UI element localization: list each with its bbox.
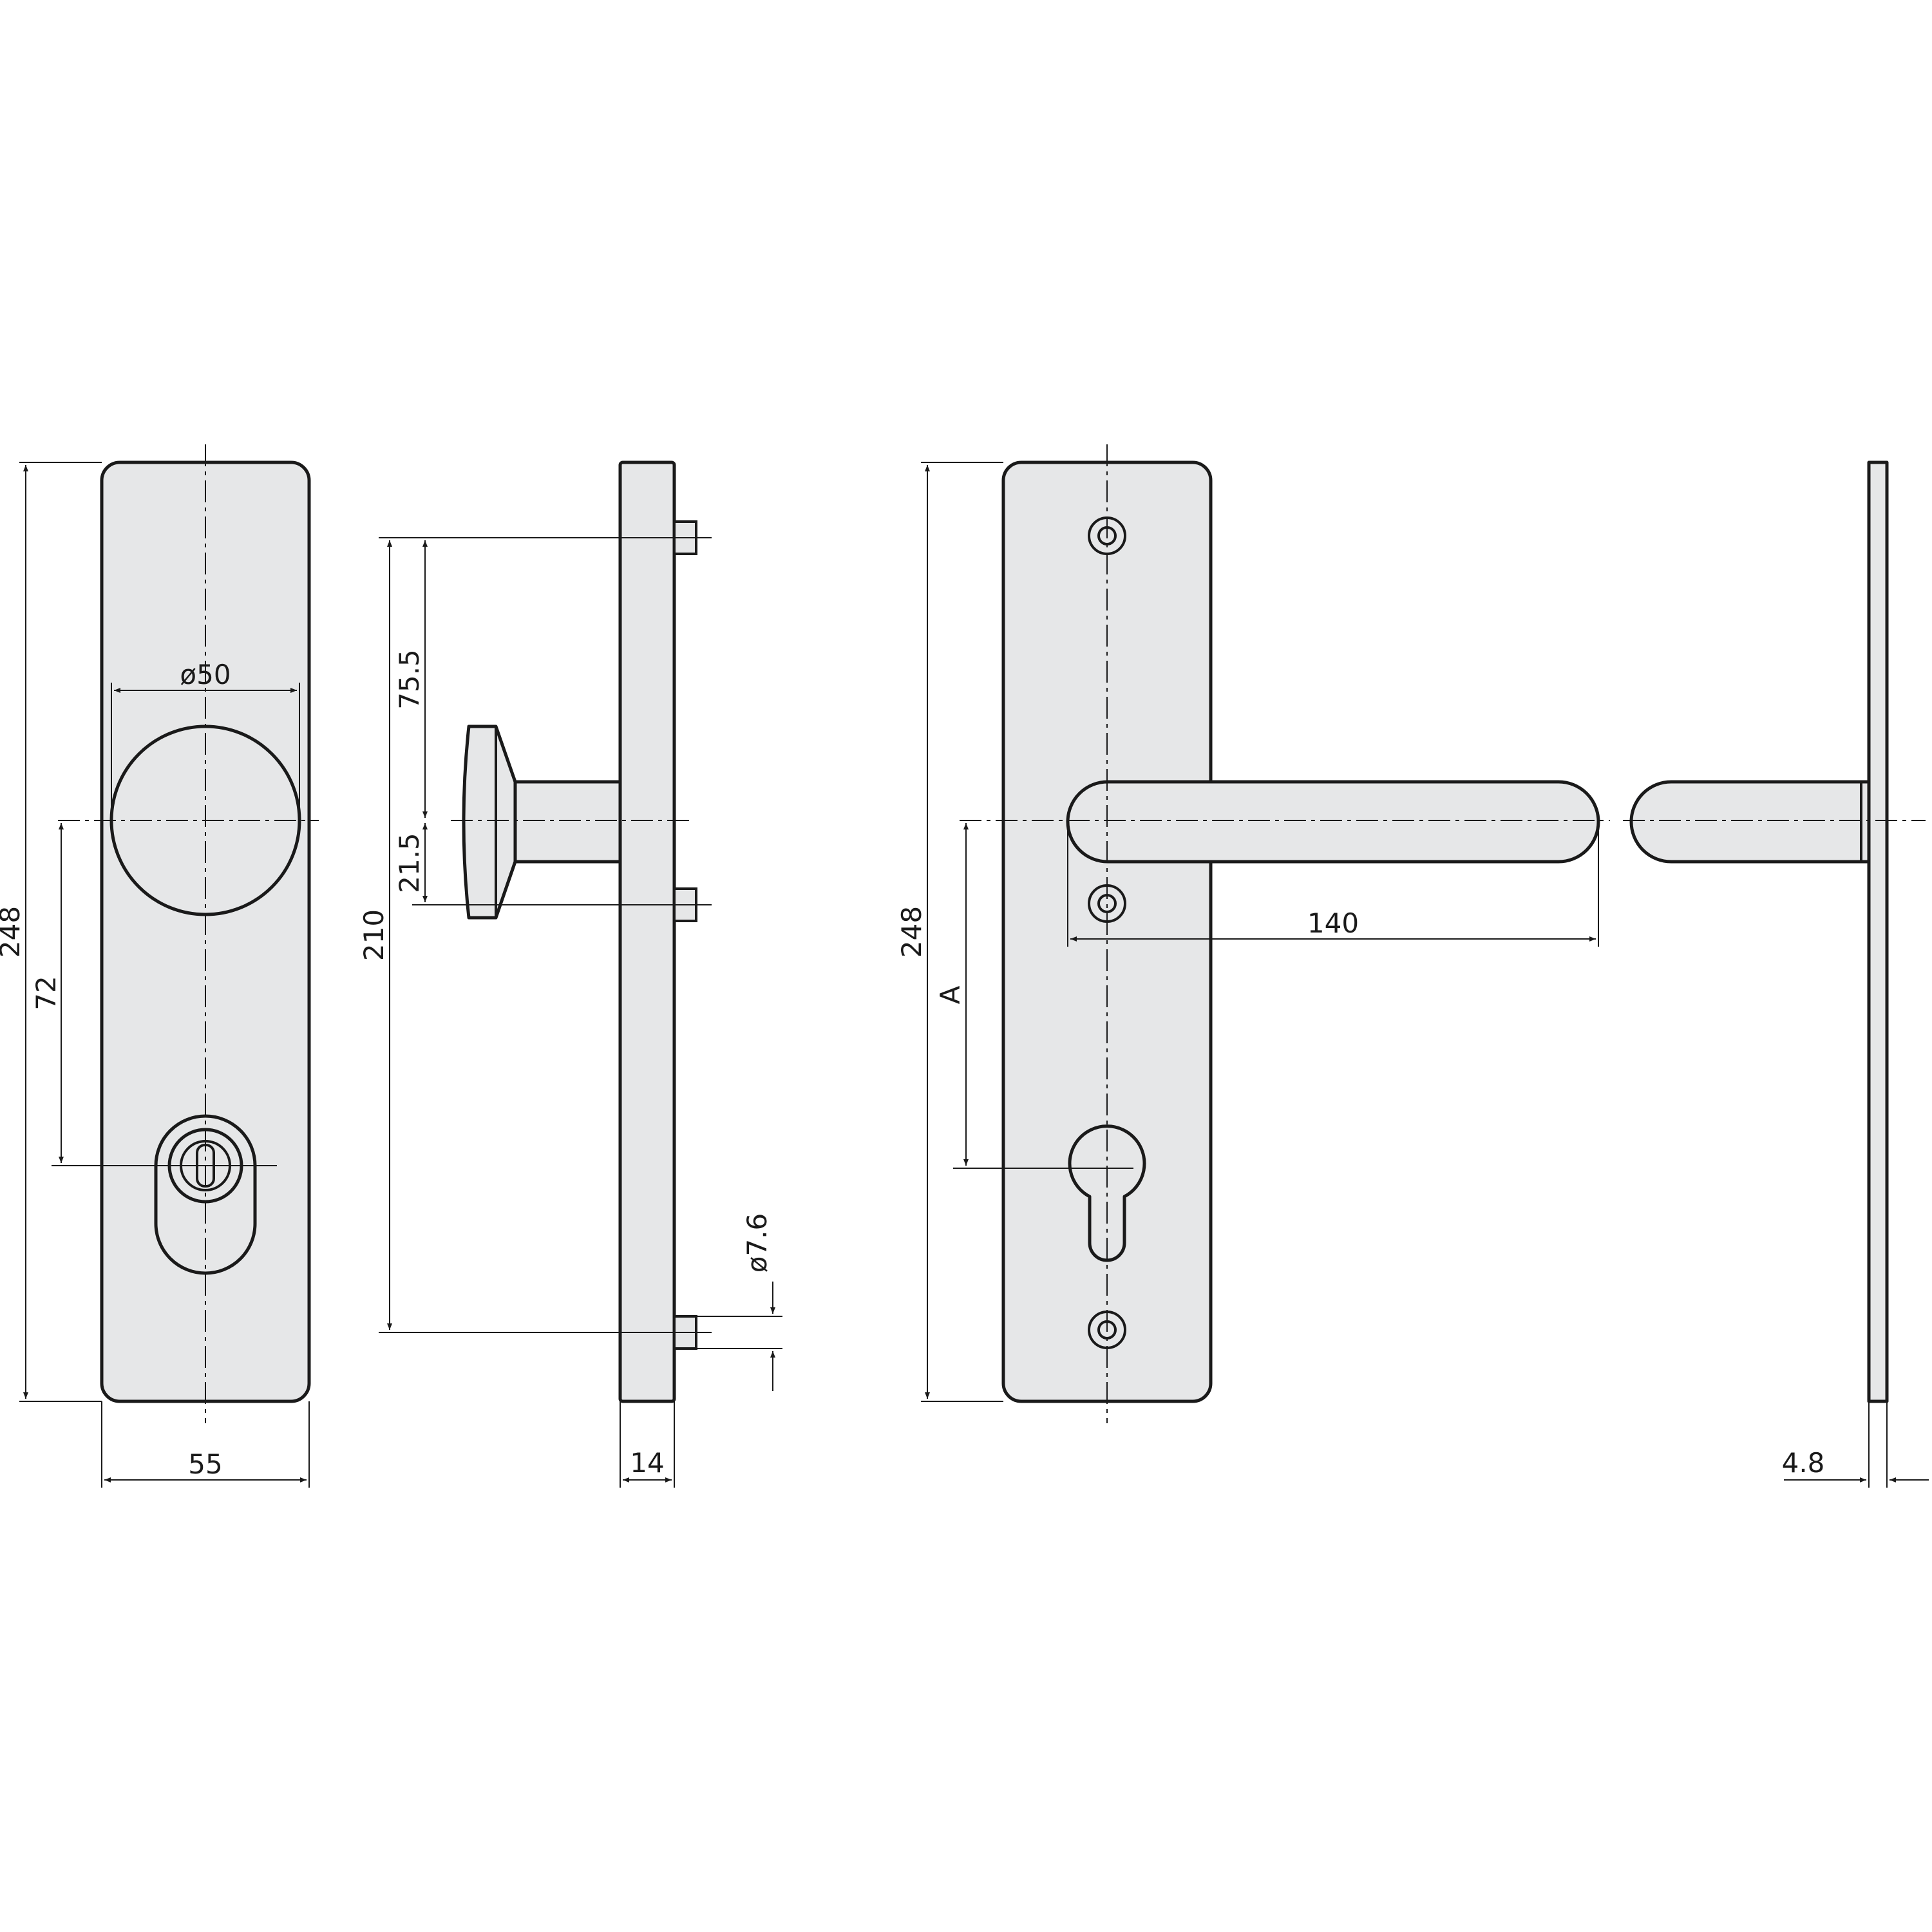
side-plate bbox=[618, 460, 676, 1403]
dim-label-14: 14 bbox=[630, 1447, 664, 1479]
dim-label-210: 210 bbox=[358, 909, 390, 961]
dim-label-72: 72 bbox=[30, 976, 62, 1010]
knob-side-view: 210 75.5 21.5 ø7.6 14 bbox=[358, 460, 782, 1488]
dim-label-7-6: ø7.6 bbox=[741, 1213, 773, 1273]
knob-stem bbox=[513, 780, 622, 864]
dim-label-140: 140 bbox=[1307, 907, 1359, 939]
lever-handle bbox=[1066, 780, 1600, 864]
knob-head bbox=[462, 724, 517, 920]
dim-label-75-5: 75.5 bbox=[393, 649, 425, 710]
dim-label-248: 248 bbox=[0, 906, 26, 958]
lever-side-handle bbox=[1629, 780, 1871, 864]
dim-label-248-lever: 248 bbox=[896, 906, 927, 958]
lever-side-plate bbox=[1867, 460, 1889, 1403]
dim-label-21-5: 21.5 bbox=[393, 833, 425, 893]
lever-front-view: 248 A 140 bbox=[896, 444, 1610, 1423]
knob-front-view: 248 72 ø50 55 bbox=[0, 444, 319, 1488]
dim-label-50: ø50 bbox=[180, 659, 231, 690]
lever-side-view: 4.8 bbox=[1623, 460, 1929, 1488]
dim-label-55: 55 bbox=[188, 1448, 222, 1480]
dim-label-a: A bbox=[934, 985, 966, 1004]
dim-label-4-8: 4.8 bbox=[1782, 1447, 1825, 1479]
